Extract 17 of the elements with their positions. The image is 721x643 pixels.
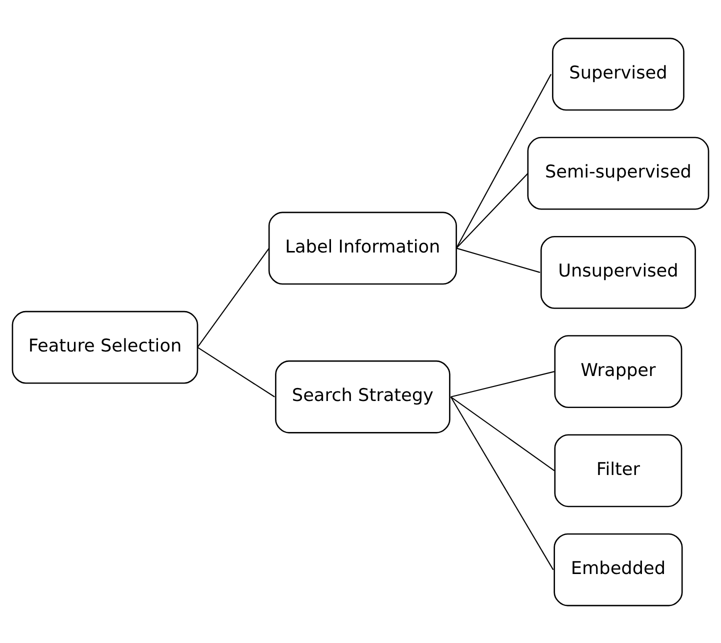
- connector: [197, 346, 275, 397]
- node-box: Semi-supervised: [527, 136, 710, 210]
- connector: [197, 247, 270, 348]
- node-box: Wrapper: [554, 334, 682, 408]
- connector: [456, 172, 528, 248]
- node-box: Filter: [554, 434, 682, 507]
- node-box: Label Information: [268, 211, 457, 284]
- connector: [456, 247, 540, 272]
- node-box: Supervised: [552, 37, 684, 110]
- connector: [450, 396, 555, 471]
- node-box: Search Strategy: [275, 360, 450, 433]
- connector: [456, 73, 552, 248]
- connector: [450, 396, 554, 570]
- node-box: Embedded: [554, 532, 683, 606]
- connector: [450, 370, 554, 397]
- node-box: Feature Selection: [12, 310, 198, 384]
- node-box: Unsupervised: [540, 235, 696, 308]
